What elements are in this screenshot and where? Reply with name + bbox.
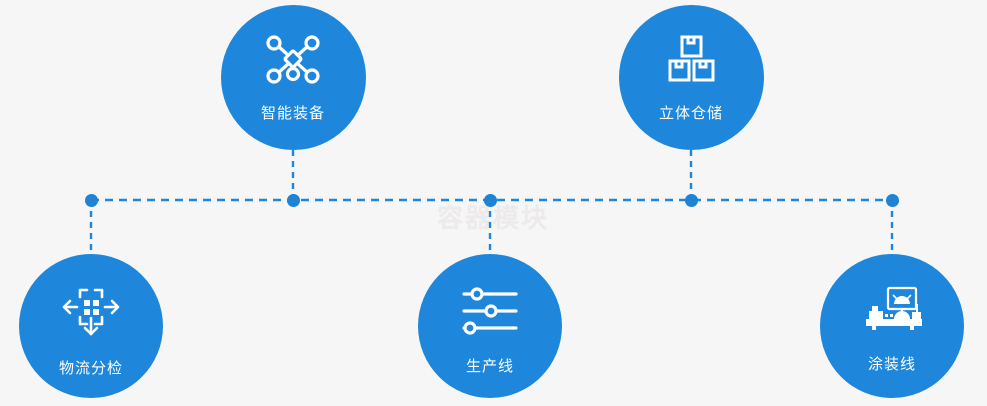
bubble-label: 生产线 xyxy=(465,358,514,375)
sorting-arrows-icon xyxy=(60,286,122,343)
node-dot-2[interactable] xyxy=(286,193,300,207)
bubble-label: 智能装备 xyxy=(260,104,325,122)
bubble-shengchanxian[interactable]: 生产线 xyxy=(418,254,562,398)
node-dot-4[interactable] xyxy=(684,193,698,207)
node-dot-1[interactable] xyxy=(84,193,98,207)
bubble-tuzhuangxian[interactable]: 涂装线 xyxy=(820,254,964,398)
bubble-label: 物流分检 xyxy=(58,360,123,377)
sliders-icon xyxy=(461,286,519,341)
node-dot-5[interactable] xyxy=(885,193,899,207)
network-nodes-icon xyxy=(265,33,321,90)
paint-machine-icon xyxy=(860,286,924,339)
stacked-boxes-icon xyxy=(665,33,717,90)
bubble-label: 立体仓储 xyxy=(658,104,723,122)
bubble-label: 涂装线 xyxy=(867,356,916,373)
bubble-zhineng-zhuangbei[interactable]: 智能装备 xyxy=(220,4,366,150)
watermark-text: 容器模块 xyxy=(437,203,550,233)
bubble-liti-cangchu[interactable]: 立体仓储 xyxy=(618,4,764,150)
bubble-wuliu-fenjian[interactable]: 物流分检 xyxy=(19,254,163,398)
node-dot-3[interactable] xyxy=(483,193,497,207)
